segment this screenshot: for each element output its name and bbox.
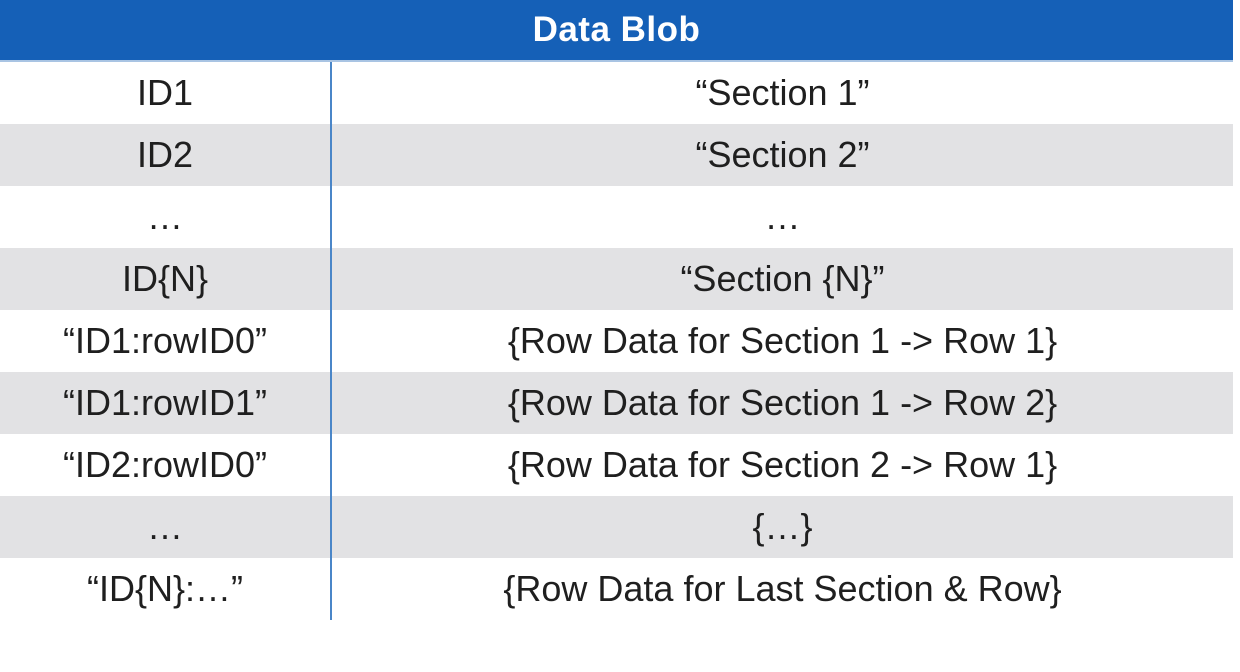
data-blob-table: Data Blob ID1 “Section 1” ID2 “Section 2… [0,0,1233,620]
key-cell: “ID{N}:…” [86,568,244,609]
key-cell: “ID1:rowID0” [62,320,268,361]
key-cell: ID1 [136,72,194,113]
table-header: Data Blob [0,0,1233,62]
key-cell: “ID2:rowID0” [62,444,268,485]
table-row: ID1 “Section 1” [0,62,1233,124]
table-row: “ID1:rowID0” {Row Data for Section 1 -> … [0,310,1233,372]
table-row: “ID{N}:…” {Row Data for Last Section & R… [0,558,1233,620]
value-cell: {Row Data for Section 1 -> Row 1} [330,310,1233,372]
value-cell: {Row Data for Section 1 -> Row 2} [330,372,1233,434]
value-cell: “Section {N}” [330,248,1233,310]
key-cell: ID2 [136,134,194,175]
key-cell: … [147,506,183,547]
value-cell: {Row Data for Section 2 -> Row 1} [330,434,1233,496]
table-body: ID1 “Section 1” ID2 “Section 2” … … ID{N… [0,62,1233,620]
key-cell: … [147,196,183,237]
table-row: … … [0,186,1233,248]
value-cell: “Section 1” [330,62,1233,124]
value-cell: … [330,186,1233,248]
table-row: “ID1:rowID1” {Row Data for Section 1 -> … [0,372,1233,434]
value-cell: {…} [330,496,1233,558]
table-title: Data Blob [532,10,701,49]
value-cell: {Row Data for Last Section & Row} [330,558,1233,620]
table-row: ID{N} “Section {N}” [0,248,1233,310]
key-cell: “ID1:rowID1” [62,382,268,423]
table-row: ID2 “Section 2” [0,124,1233,186]
value-cell: “Section 2” [330,124,1233,186]
table-row: … {…} [0,496,1233,558]
table-row: “ID2:rowID0” {Row Data for Section 2 -> … [0,434,1233,496]
key-cell: ID{N} [121,258,209,299]
